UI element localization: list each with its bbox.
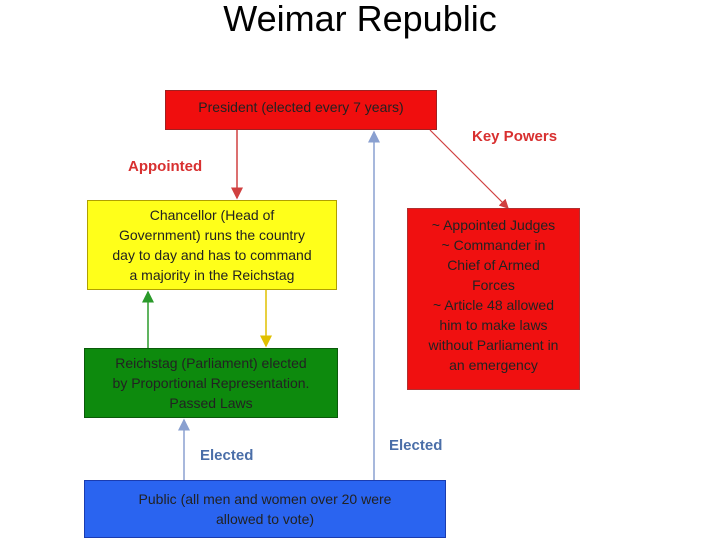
reichstag-box: Reichstag (Parliament) elected by Propor… [84, 348, 338, 418]
chancellor-box: Chancellor (Head of Government) runs the… [87, 200, 337, 290]
key-powers-label: Key Powers [472, 128, 558, 145]
public-box: Public (all men and women over 20 were a… [84, 480, 446, 538]
elected-label-left: Elected [200, 447, 254, 464]
elected-label-right: Elected [389, 437, 443, 454]
president-box: President (elected every 7 years) [165, 90, 437, 130]
key-powers-box: ~ Appointed Judges ~ Commander in Chief … [407, 208, 580, 390]
slide-title: Weimar Republic [223, 0, 497, 39]
arrow-president-to-powers [429, 129, 509, 209]
appointed-label: Appointed [128, 158, 203, 175]
